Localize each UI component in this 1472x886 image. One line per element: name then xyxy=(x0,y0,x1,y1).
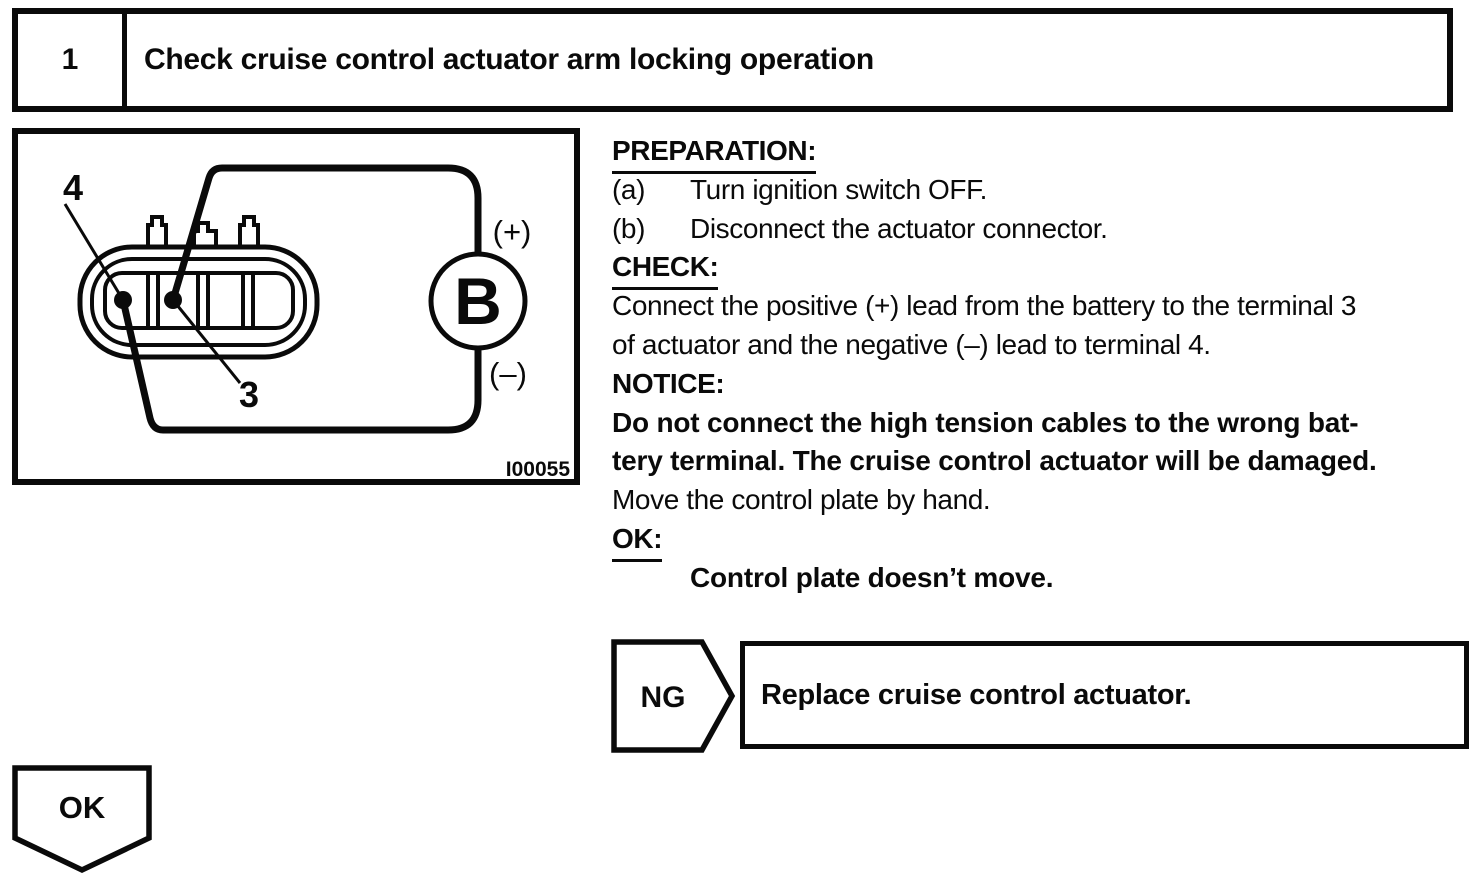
terminal3-dot xyxy=(164,291,182,309)
battery-plus-label: (+) xyxy=(493,214,532,249)
check-text-line1: Connect the positive (+) lead from the b… xyxy=(612,290,1357,322)
step-header: 1 Check cruise control actuator arm lock… xyxy=(12,8,1453,112)
step-title: Check cruise control actuator arm lockin… xyxy=(144,43,874,76)
terminal3-leader-line xyxy=(171,299,242,384)
check-text-line2: of actuator and the negative (–) lead to… xyxy=(612,328,1211,360)
ng-arrow: NG xyxy=(610,638,738,759)
ng-action-text: Replace cruise control actuator. xyxy=(761,678,1192,711)
ok-arrow-shape xyxy=(12,765,152,874)
terminal3-label: 3 xyxy=(239,374,259,415)
step-number: 1 xyxy=(18,14,127,106)
ng-arrow-shape xyxy=(611,639,736,753)
preparation-heading: PREPARATION: xyxy=(612,132,1464,174)
ok-arrow-label: OK xyxy=(59,790,106,825)
notice-text-line1: Do not connect the high tension cables t… xyxy=(612,406,1359,438)
move-plate-text: Move the control plate by hand. xyxy=(612,484,991,516)
figure-code: I00055 xyxy=(506,458,571,481)
terminal4-leader-line xyxy=(63,203,125,301)
negative-wire xyxy=(119,296,482,434)
ng-arrow-label: NG xyxy=(641,681,686,714)
terminal-dividers xyxy=(146,274,255,327)
battery-minus-label: (–) xyxy=(489,356,527,391)
ng-action-box: Replace cruise control actuator. xyxy=(740,641,1469,749)
notice-heading: NOTICE: xyxy=(612,367,725,399)
wiring-diagram-figure: B 4 3 (+) (–) I00055 xyxy=(12,128,580,485)
instruction-text: PREPARATION: (a)Turn ignition switch OFF… xyxy=(612,132,1464,598)
terminal4-dot xyxy=(114,291,132,309)
preparation-step-a: (a)Turn ignition switch OFF. xyxy=(612,173,988,205)
notice-text-line2: tery terminal. The cruise control actuat… xyxy=(612,445,1377,477)
positive-wire xyxy=(169,164,482,304)
check-heading: CHECK: xyxy=(612,248,1464,291)
battery-label: B xyxy=(454,264,502,338)
terminal4-label: 4 xyxy=(63,167,83,208)
preparation-step-b: (b)Disconnect the actuator connector. xyxy=(612,212,1108,244)
ok-result-text: Control plate doesn’t move. xyxy=(690,561,1054,593)
ok-heading: OK: xyxy=(612,520,1464,562)
connector-battery-diagram: B 4 3 (+) (–) I00055 xyxy=(12,128,580,485)
battery-circle xyxy=(428,251,528,351)
ok-arrow: OK xyxy=(10,763,155,880)
